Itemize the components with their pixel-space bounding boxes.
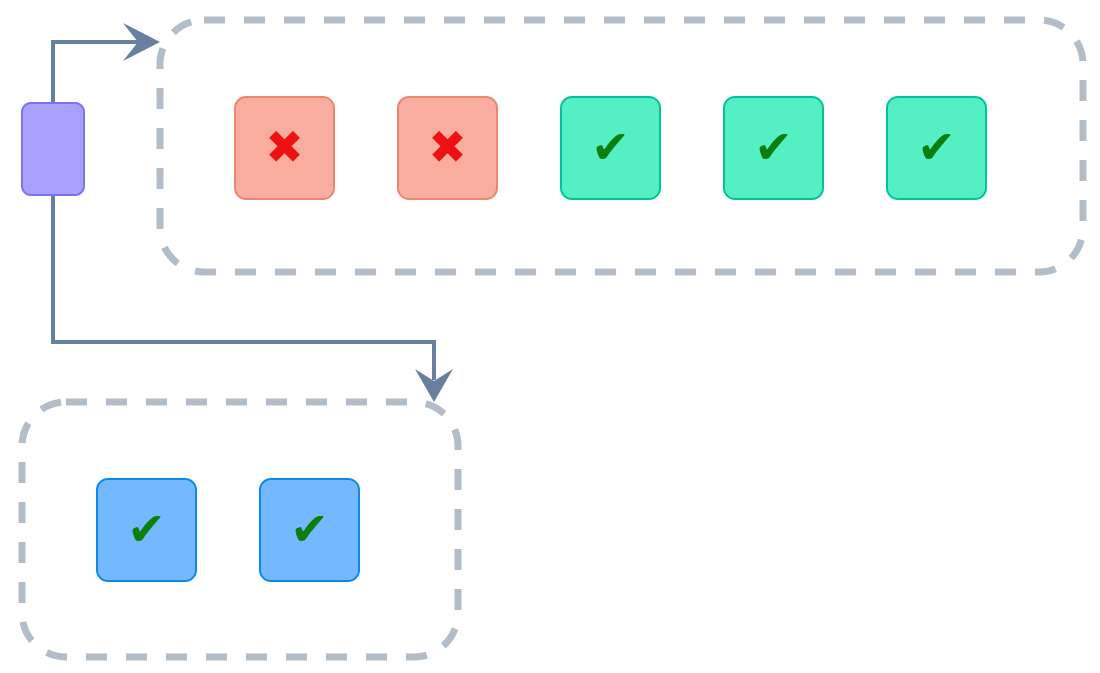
arrow-to-top-group: [51, 40, 138, 102]
check-icon: ✔: [917, 120, 956, 174]
arrow-to-bottom-group-head-icon: [415, 369, 453, 402]
top-group-items: ✖ ✖ ✔ ✔ ✔: [234, 96, 987, 200]
check-icon: ✔: [290, 502, 329, 556]
status-square-fail: ✖: [234, 96, 335, 200]
check-icon: ✔: [591, 120, 630, 174]
source-node: [21, 102, 85, 196]
bottom-group-items: ✔ ✔: [96, 478, 360, 582]
cross-icon: ✖: [428, 120, 467, 174]
top-group-container: [156, 16, 1087, 276]
status-square-pass-alt: ✔: [259, 478, 360, 582]
check-icon: ✔: [127, 502, 166, 556]
arrow-to-bottom-group: [51, 196, 436, 380]
bottom-group-container: [18, 398, 462, 661]
status-square-pass: ✔: [723, 96, 824, 200]
check-icon: ✔: [754, 120, 793, 174]
status-square-pass-alt: ✔: [96, 478, 197, 582]
status-square-fail: ✖: [397, 96, 498, 200]
arrow-to-top-group-head-icon: [123, 23, 160, 61]
cross-icon: ✖: [265, 120, 304, 174]
status-square-pass: ✔: [886, 96, 987, 200]
status-square-pass: ✔: [560, 96, 661, 200]
